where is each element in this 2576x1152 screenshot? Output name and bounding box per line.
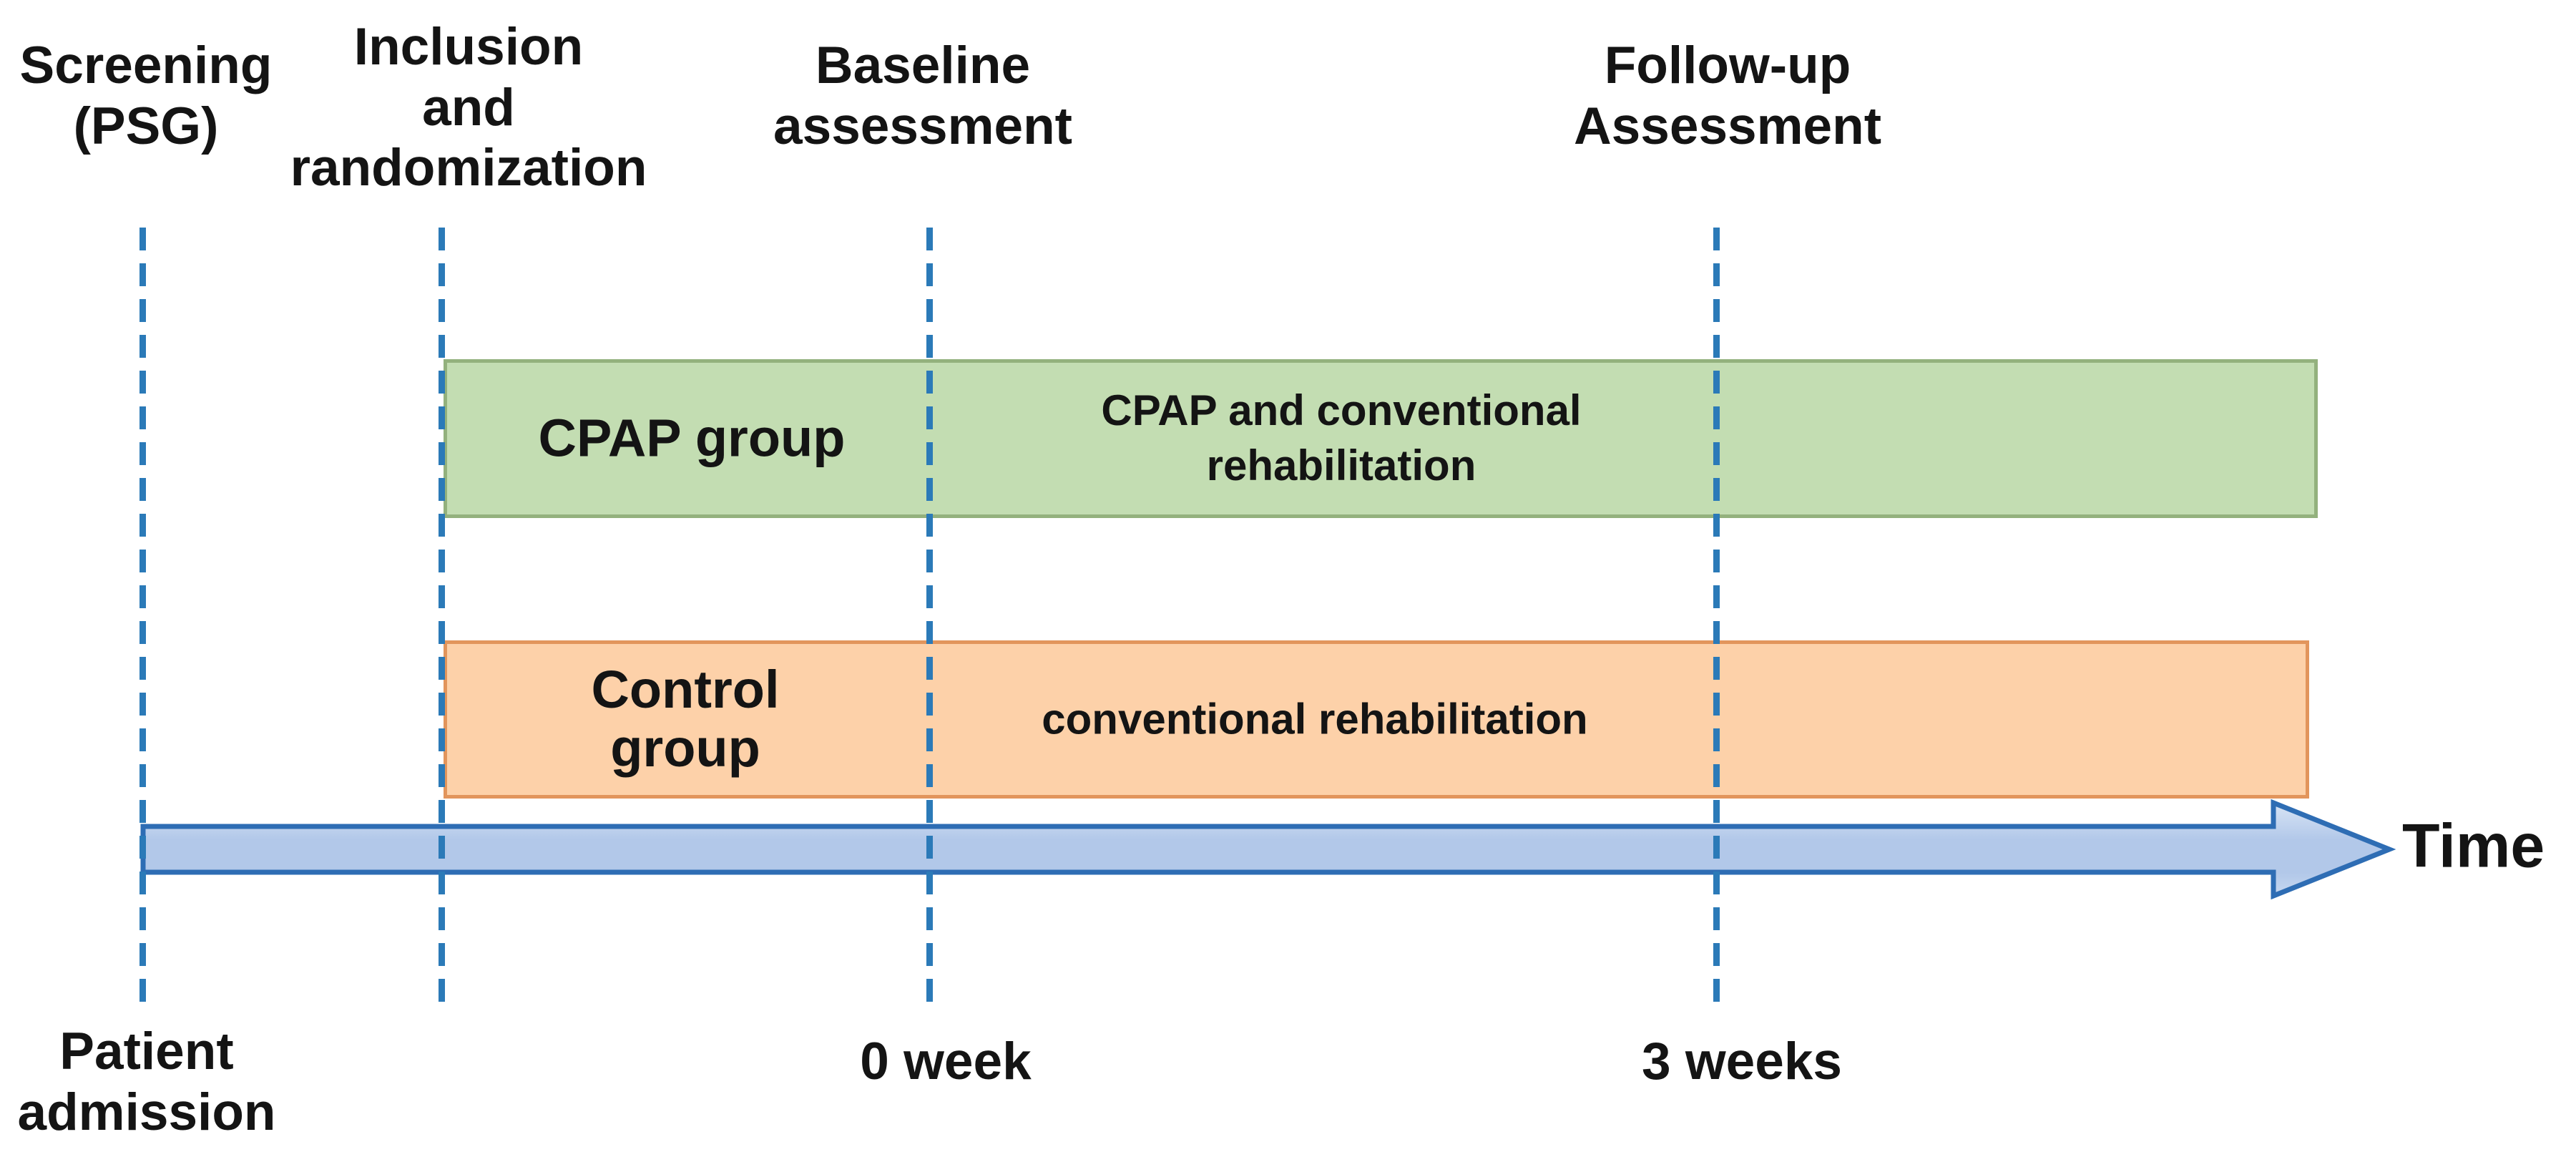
label-line: Baseline (815, 36, 1031, 94)
control-treatment-label: conventional rehabilitation (1042, 695, 1588, 743)
label-line: Follow-up (1604, 36, 1851, 94)
milestone-label-screening: Screening (PSG) (20, 36, 273, 157)
time-axis-arrow (140, 799, 2396, 900)
dashed-line-followup (1713, 228, 1720, 1003)
cpap-group-bar: CPAP group CPAP and conventional rehabil… (444, 359, 2318, 518)
cpap-treatment-label: CPAP and conventional rehabilitation (1101, 384, 1581, 494)
label-line: CPAP and conventional (1101, 386, 1582, 435)
dashed-line-screening (139, 228, 146, 1003)
label-line: group (610, 718, 760, 778)
label-line: assessment (773, 97, 1073, 155)
label-line: Screening (19, 36, 273, 94)
label-line: Assessment (1573, 97, 1882, 155)
dashed-line-inclusion (439, 228, 445, 1003)
control-group-label: Control group (591, 660, 779, 779)
label-line: Inclusion (353, 18, 584, 76)
bottom-label-patient-admission: Patient admission (17, 1022, 275, 1143)
time-axis-label: Time (2402, 811, 2545, 881)
bottom-label-0-week: 0 week (860, 1032, 1031, 1093)
label-line: (PSG) (73, 97, 219, 155)
bottom-label-3-weeks: 3 weeks (1642, 1032, 1842, 1093)
label-line: randomization (290, 139, 647, 197)
label-line: rehabilitation (1206, 441, 1476, 489)
milestone-label-baseline-assessment: Baseline assessment (773, 36, 1072, 157)
label-line: Patient (59, 1022, 234, 1080)
label-line: 3 weeks (1641, 1033, 1843, 1090)
control-group-bar: Control group conventional rehabilitatio… (444, 640, 2309, 799)
label-line: and (422, 78, 515, 137)
label-line: 0 week (860, 1033, 1032, 1090)
label-line: admission (17, 1083, 276, 1141)
cpap-group-label: CPAP group (538, 408, 846, 468)
label-line: Control (591, 659, 780, 719)
milestone-label-inclusion-randomization: Inclusion and randomization (290, 17, 647, 199)
dashed-line-baseline (926, 228, 933, 1003)
milestone-label-followup-assessment: Follow-up Assessment (1574, 36, 1881, 157)
time-arrow-shape (140, 799, 2396, 900)
